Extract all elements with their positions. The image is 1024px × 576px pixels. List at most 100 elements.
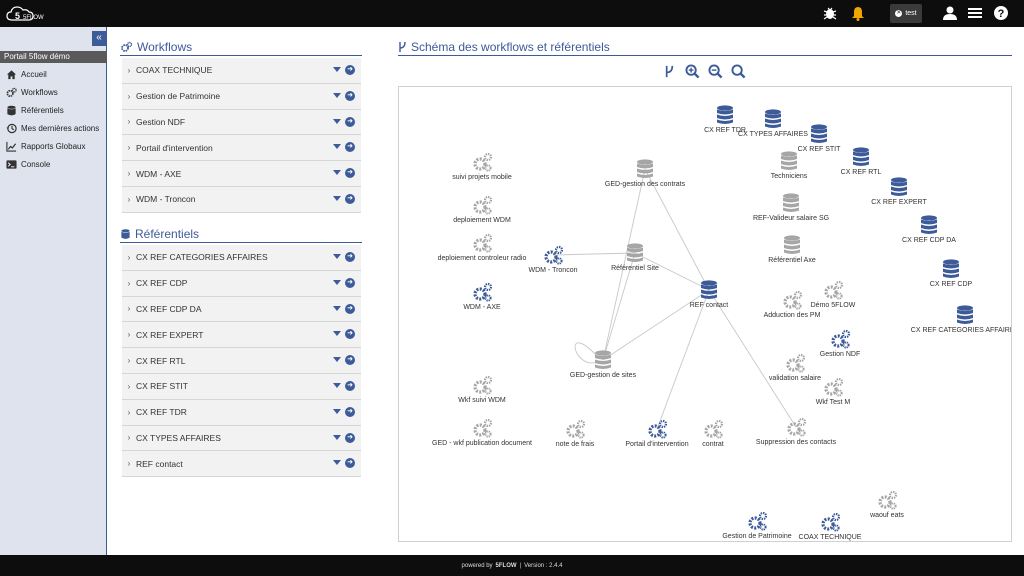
5flow-logo[interactable]: 5 5FLOW [6, 3, 46, 24]
arrow-right-circle-icon[interactable]: ➜ [345, 277, 355, 288]
caret-down-icon[interactable] [333, 460, 341, 466]
database-icon[interactable] [765, 109, 781, 128]
arrow-right-circle-icon[interactable]: ➜ [345, 458, 355, 469]
cogs-icon[interactable] [473, 418, 493, 438]
database-icon[interactable] [717, 105, 733, 124]
cogs-icon[interactable] [704, 419, 724, 439]
caret-down-icon[interactable] [333, 382, 341, 388]
database-icon[interactable] [853, 147, 869, 166]
referentiel-item[interactable]: ›CX REF STIT➜ [122, 373, 361, 400]
referentiel-item[interactable]: ›CX REF CATEGORIES AFFAIRES➜ [122, 245, 361, 271]
workflow-item[interactable]: ›COAX TECHNIQUE➜ [122, 58, 361, 84]
workflow-item[interactable]: ›Gestion NDF➜ [122, 109, 361, 136]
arrow-right-circle-icon[interactable]: ➜ [345, 329, 355, 340]
cogs-icon[interactable] [787, 417, 807, 437]
caret-down-icon[interactable] [333, 434, 341, 440]
help-icon[interactable]: ? [993, 5, 1009, 21]
arrow-right-circle-icon[interactable]: ➜ [345, 168, 355, 179]
cogs-icon[interactable] [783, 290, 803, 310]
database-icon[interactable] [595, 350, 611, 369]
database-icon[interactable] [921, 215, 937, 234]
arrow-right-circle-icon[interactable]: ➜ [345, 406, 355, 417]
database-icon[interactable] [811, 124, 827, 143]
cogs-icon[interactable] [878, 490, 898, 510]
zoom-out-icon[interactable] [708, 64, 723, 79]
database-icon[interactable] [701, 280, 717, 299]
cogs-icon[interactable] [473, 375, 493, 395]
caret-down-icon[interactable] [333, 331, 341, 337]
workflow-item[interactable]: ›WDM - AXE➜ [122, 161, 361, 187]
sidebar-item-accueil[interactable]: Accueil [6, 67, 47, 81]
cogs-icon[interactable] [748, 511, 768, 531]
caret-down-icon[interactable] [333, 305, 341, 311]
database-icon[interactable] [943, 259, 959, 278]
referentiel-item[interactable]: ›CX REF CDP DA➜ [122, 296, 361, 323]
cogs-icon[interactable] [824, 377, 844, 397]
arrow-right-circle-icon[interactable]: ➜ [345, 303, 355, 314]
workflow-item[interactable]: ›Gestion de Patrimoine➜ [122, 83, 361, 110]
caret-down-icon[interactable] [333, 92, 341, 98]
sidebar-item-workflows[interactable]: Workflows [6, 85, 58, 99]
caret-down-icon[interactable] [333, 408, 341, 414]
caret-down-icon[interactable] [333, 144, 341, 150]
cogs-icon[interactable] [566, 419, 586, 439]
cogs-icon[interactable] [473, 282, 493, 302]
zoom-in-icon[interactable] [685, 64, 700, 79]
cogs-icon[interactable] [824, 280, 844, 300]
database-icon[interactable] [781, 151, 797, 170]
bell-icon[interactable] [850, 5, 866, 21]
user-icon[interactable] [942, 5, 958, 21]
menu-icon[interactable] [967, 5, 983, 21]
graph-edge [602, 252, 636, 361]
cogs-icon[interactable] [648, 419, 668, 439]
caret-down-icon[interactable] [333, 170, 341, 176]
graph-toolbar [662, 64, 746, 80]
referentiel-item[interactable]: ›CX REF RTL➜ [122, 348, 361, 374]
workflow-item[interactable]: ›Portail d'intervention➜ [122, 135, 361, 162]
arrow-right-circle-icon[interactable]: ➜ [345, 142, 355, 153]
database-icon[interactable] [637, 159, 653, 178]
referentiel-item[interactable]: ›REF contact➜ [122, 451, 361, 478]
arrow-right-circle-icon[interactable]: ➜ [345, 65, 355, 75]
user-menu-button[interactable]: ✕test [890, 4, 922, 23]
caret-down-icon[interactable] [333, 279, 341, 285]
caret-down-icon[interactable] [333, 195, 341, 201]
database-icon[interactable] [784, 235, 800, 254]
cogs-icon[interactable] [786, 353, 806, 373]
arrow-right-circle-icon[interactable]: ➜ [345, 432, 355, 443]
cogs-icon[interactable] [473, 152, 493, 172]
sidebar-item-mes-dernieres-actions[interactable]: Mes dernières actions [6, 121, 99, 135]
sidebar-item-console[interactable]: Console [6, 157, 50, 171]
cogs-icon[interactable] [821, 512, 841, 532]
referentiel-item[interactable]: ›CX REF CDP➜ [122, 270, 361, 297]
cogs-icon[interactable] [831, 329, 851, 349]
arrow-right-circle-icon[interactable]: ➜ [345, 193, 355, 204]
referentiel-item[interactable]: ›CX REF TDR➜ [122, 399, 361, 426]
arrow-right-circle-icon[interactable]: ➜ [345, 252, 355, 262]
database-icon[interactable] [627, 243, 643, 262]
workflow-item[interactable]: ›WDM - Troncon➜ [122, 186, 361, 213]
arrow-right-circle-icon[interactable]: ➜ [345, 380, 355, 391]
caret-down-icon[interactable] [333, 357, 341, 363]
arrow-right-circle-icon[interactable]: ➜ [345, 355, 355, 366]
sidebar-item-rapports-globaux[interactable]: Rapports Globaux [6, 139, 85, 153]
cogs-icon[interactable] [473, 195, 493, 215]
caret-down-icon[interactable] [333, 67, 341, 72]
arrow-right-circle-icon[interactable]: ➜ [345, 90, 355, 101]
referentiel-item[interactable]: ›CX REF EXPERT➜ [122, 322, 361, 349]
database-icon[interactable] [957, 305, 973, 324]
caret-down-icon[interactable] [333, 118, 341, 124]
cogs-icon[interactable] [544, 245, 564, 265]
arrow-right-circle-icon[interactable]: ➜ [345, 116, 355, 127]
caret-down-icon[interactable] [333, 254, 341, 259]
database-icon[interactable] [891, 177, 907, 196]
bug-icon[interactable] [822, 5, 838, 21]
referentiel-item[interactable]: ›CX TYPES AFFAIRES➜ [122, 425, 361, 452]
sidebar-item-referentiels[interactable]: Référentiels [6, 103, 64, 117]
database-icon[interactable] [783, 193, 799, 212]
zoom-fit-icon[interactable] [731, 64, 746, 79]
branch-icon[interactable] [662, 64, 677, 79]
collapse-sidebar-button[interactable]: « [92, 31, 106, 46]
cogs-icon[interactable] [473, 233, 493, 253]
